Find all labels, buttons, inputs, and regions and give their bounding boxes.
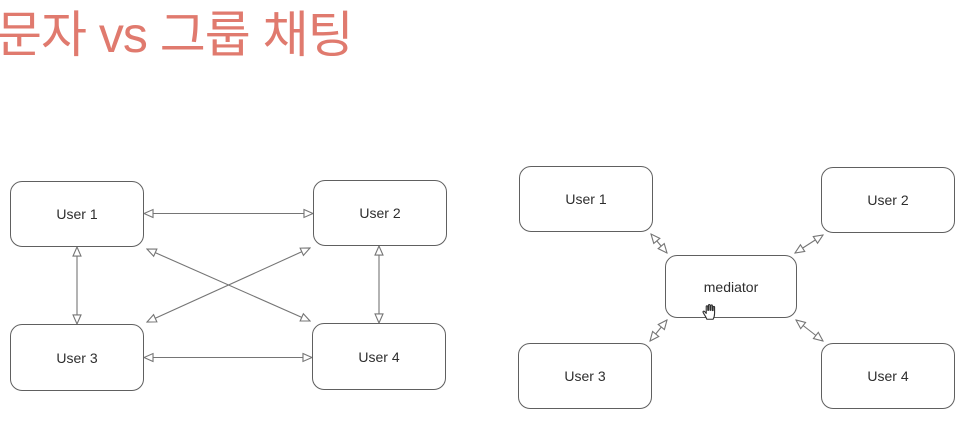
page-title: 문자 vs 그룹 채팅 xyxy=(0,7,354,63)
edge-right-user1-mediator xyxy=(651,234,667,253)
node-label: User 2 xyxy=(359,205,401,221)
right-node-user4: User 4 xyxy=(821,343,955,409)
left-node-user2: User 2 xyxy=(313,180,447,246)
edge-left-user2-user3 xyxy=(147,248,310,322)
node-label: User 2 xyxy=(867,192,909,208)
mediator-node: mediator xyxy=(665,255,797,318)
node-label: User 1 xyxy=(56,206,98,222)
node-label: User 4 xyxy=(867,368,909,384)
right-node-user1: User 1 xyxy=(519,166,653,232)
edge-right-user2-mediator xyxy=(795,235,823,253)
right-node-user3: User 3 xyxy=(518,343,652,409)
node-label: User 3 xyxy=(56,349,98,366)
edge-right-user3-mediator xyxy=(650,320,667,341)
left-node-user1: User 1 xyxy=(10,181,144,247)
hand-cursor-icon xyxy=(702,303,716,320)
node-label: User 3 xyxy=(564,368,606,384)
left-diagram-edge-group xyxy=(77,214,379,358)
right-diagram-edge-group xyxy=(650,234,823,341)
left-node-user4: User 4 xyxy=(312,323,446,390)
edge-right-user4-mediator xyxy=(796,320,823,341)
node-label: mediator xyxy=(703,278,759,295)
node-label: User 4 xyxy=(358,348,400,365)
node-label: User 1 xyxy=(565,191,607,207)
right-node-user2: User 2 xyxy=(821,167,955,233)
left-node-user3: User 3 xyxy=(10,324,144,391)
